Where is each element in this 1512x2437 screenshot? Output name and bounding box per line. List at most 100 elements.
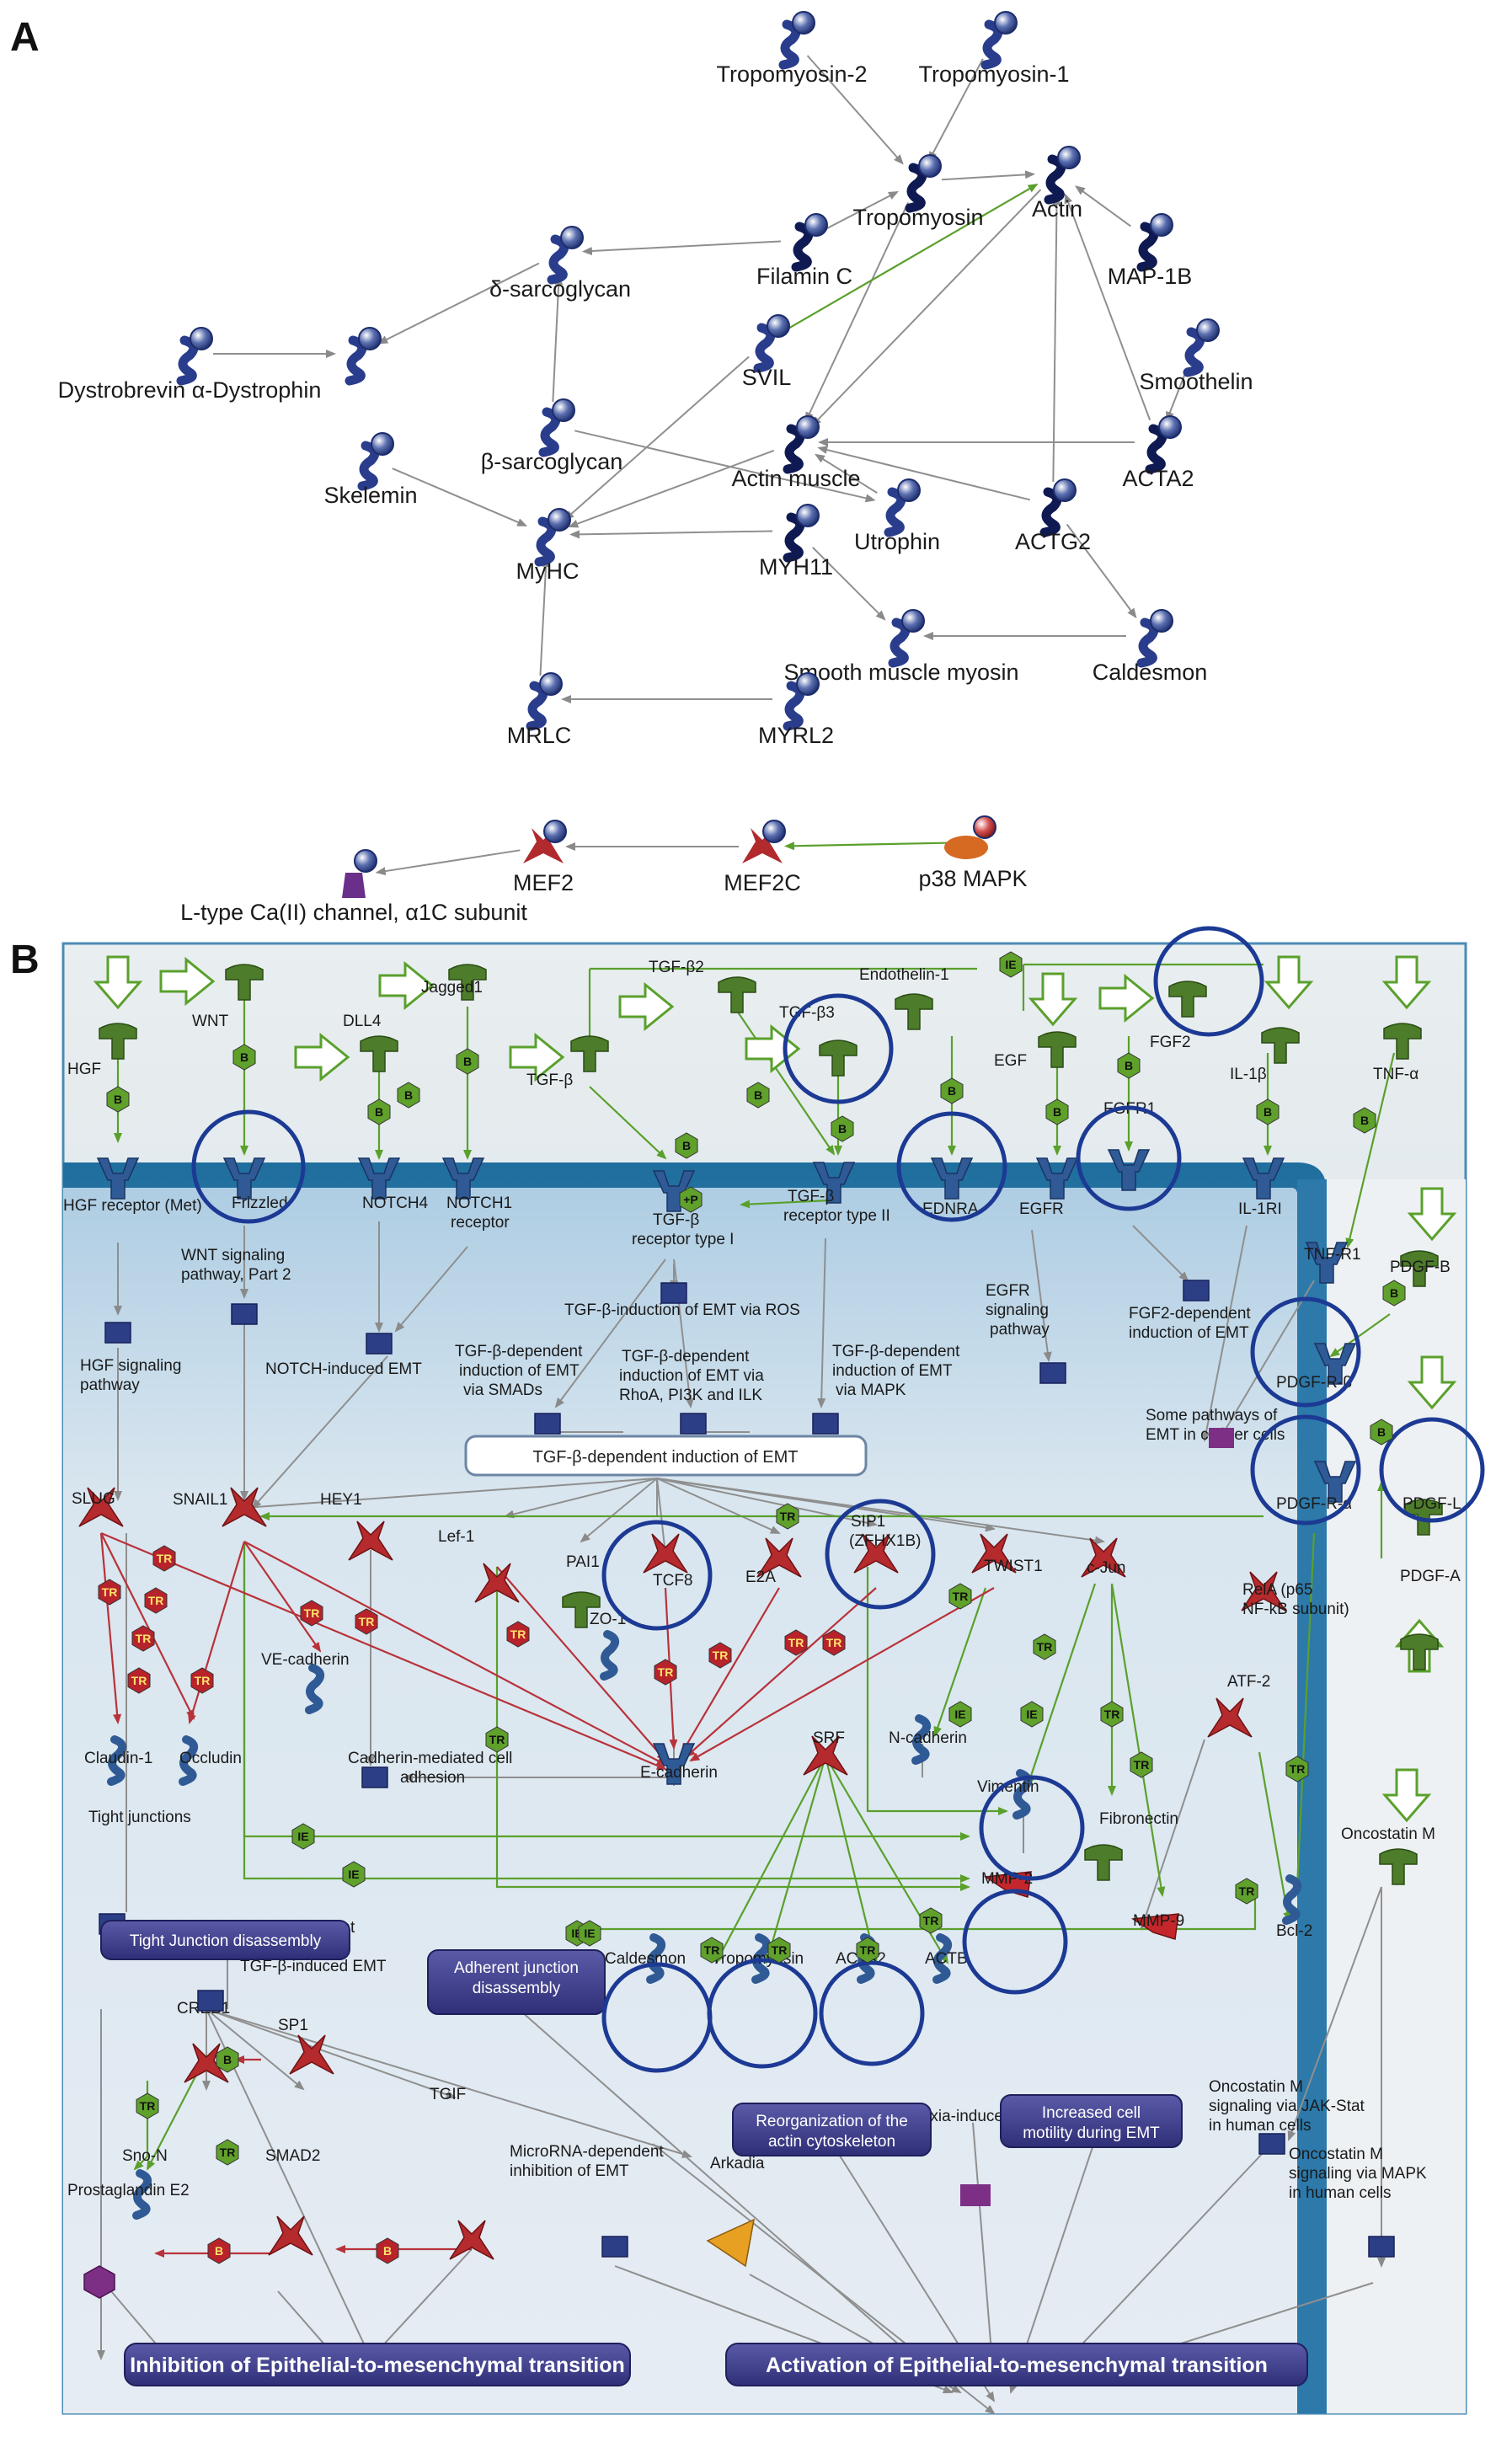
diagram-label: signaling via MAPK <box>1289 2165 1427 2183</box>
node-myrl2: MYRL2 <box>758 672 834 748</box>
mechanism-badge: B <box>940 1077 964 1104</box>
diagram-label: PAI1 <box>566 1553 600 1571</box>
node-ltype: L-type Ca(II) channel, α1C subunit <box>180 849 527 925</box>
edge-tpm-actin <box>941 170 1036 181</box>
edge-filc-tpm <box>825 190 899 230</box>
pathway-square-hypoxia <box>960 2184 991 2206</box>
diagram-label: via MAPK <box>836 1382 906 1399</box>
diagram-label: TGF-β <box>526 1072 573 1089</box>
protein-glyph <box>791 222 814 272</box>
input-arrow-icon <box>1381 1768 1432 1823</box>
node-myhc: MyHC <box>516 508 580 584</box>
node-dystrobrevin: Dystrobrevin α-Dystrophin <box>58 327 321 403</box>
protein-icon <box>305 1664 325 1714</box>
badge-label: B <box>114 1093 122 1106</box>
badge-label: IE <box>297 1830 308 1843</box>
diagram-label: HGF receptor (Met) <box>63 1197 202 1215</box>
badge-label: IE <box>954 1708 965 1721</box>
badge-label: TR <box>923 1914 939 1927</box>
ligand-icon <box>718 976 756 1013</box>
diagram-label: HGF signaling <box>80 1357 181 1375</box>
transcription-factor-icon <box>222 1487 267 1527</box>
transcription-factor-icon <box>643 1533 688 1574</box>
diagram-label: PDGF-L <box>1402 1495 1461 1513</box>
node-dystrophin <box>345 327 382 386</box>
compound-icon <box>83 2265 115 2299</box>
protein-glyph <box>357 441 380 491</box>
receptor-icon <box>930 1157 974 1200</box>
sphere-icon <box>796 504 820 527</box>
diagram-label: TGF-β-induced EMT <box>240 1958 387 1975</box>
mechanism-badge: B <box>216 2046 239 2073</box>
diagram-label: Lef-1 <box>438 1528 474 1546</box>
diagram-label: ATF-2 <box>1227 1673 1270 1691</box>
ligand-icon <box>570 1035 609 1072</box>
diagram-label: induction of EMT <box>459 1362 580 1380</box>
badge-label: B <box>1264 1105 1272 1119</box>
node-caldesmon: Caldesmon <box>1093 609 1207 685</box>
highlight-circle <box>191 1109 306 1224</box>
protein-glyph <box>778 19 801 70</box>
protein-glyph <box>534 516 557 567</box>
node-label: Filamin C <box>756 264 852 289</box>
node-label: Tropomyosin-2 <box>716 61 867 87</box>
diagram-label: EDNRA <box>922 1200 979 1218</box>
protease-icon <box>1130 1913 1179 1940</box>
badge-label: IE <box>1026 1708 1037 1721</box>
ligand-icon <box>1400 1250 1439 1287</box>
input-arrow-icon <box>1028 972 1078 1027</box>
mechanism-badge: B <box>456 1048 479 1075</box>
sphere-icon <box>901 609 925 633</box>
diagram-label: WNT <box>192 1013 229 1030</box>
sphere-icon <box>552 398 575 422</box>
diagram-label: EGFR <box>1019 1200 1064 1218</box>
protein-glyph <box>1136 222 1159 272</box>
diagram-label: TNF-R1 <box>1304 1246 1361 1264</box>
node-label: MEF2 <box>513 870 574 895</box>
diagram-label: NOTCH1 <box>446 1194 512 1212</box>
protein-icon <box>600 1630 620 1681</box>
receptor-icon <box>1107 1149 1151 1191</box>
diagram-label: DLL4 <box>343 1013 382 1030</box>
diagram-label: inhibition of EMT <box>510 2162 629 2180</box>
transcription-factor-icon <box>756 1537 802 1578</box>
protein-glyph <box>1183 327 1205 377</box>
mechanism-badge: TR <box>919 1907 943 1934</box>
diagram-label: adhesion <box>400 1769 465 1787</box>
node-acta2: ACTA2 <box>1122 415 1194 491</box>
mechanism-badge: TR <box>1130 1751 1153 1778</box>
transcription-factor-icon <box>971 1533 1017 1574</box>
diagram-label: MMP-9 <box>1133 1912 1184 1930</box>
edge-filc-dsg <box>581 240 782 256</box>
input-arrow-icon <box>1381 955 1432 1010</box>
badge-label: TR <box>1104 1708 1120 1721</box>
node-p38: p38 MAPK <box>918 815 1028 891</box>
diagram-label: in human cells <box>1289 2184 1391 2202</box>
mechanism-badge: TR <box>485 1726 509 1753</box>
mechanism-badge: B <box>106 1086 130 1113</box>
panel-a-label: A <box>10 15 40 60</box>
node-actin: Actin <box>1032 146 1082 222</box>
diagram-label: PDGF-B <box>1390 1259 1451 1276</box>
node-label: β-sarcoglycan <box>481 449 623 474</box>
pathway-square-cancer <box>1209 1428 1234 1448</box>
receptor-icon <box>1305 1242 1349 1284</box>
transcription-factor-icon <box>1241 1571 1286 1611</box>
mechanism-badge: IE <box>948 1701 972 1728</box>
sphere-icon <box>1150 609 1173 633</box>
node-label: Skelemin <box>323 483 417 508</box>
diagram-label: TGF-β-dependent <box>455 1343 583 1360</box>
node-label: Tropomyosin <box>852 205 983 230</box>
node-label: MYRL2 <box>758 723 834 748</box>
badge-label: TR <box>131 1674 147 1687</box>
transcription-factor-icon <box>1081 1537 1126 1578</box>
diagram-label: pathway, Part 2 <box>181 1266 291 1284</box>
node-label: δ-sarcoglycan <box>489 276 631 302</box>
node-myh11: MYH11 <box>759 504 833 580</box>
diagram-label: SIP1 <box>851 1513 885 1531</box>
badge-label: TR <box>510 1627 526 1641</box>
mechanism-badge: TR <box>144 1587 168 1614</box>
mechanism-badge: TR <box>654 1659 677 1686</box>
mechanism-badge: B <box>1045 1098 1069 1125</box>
